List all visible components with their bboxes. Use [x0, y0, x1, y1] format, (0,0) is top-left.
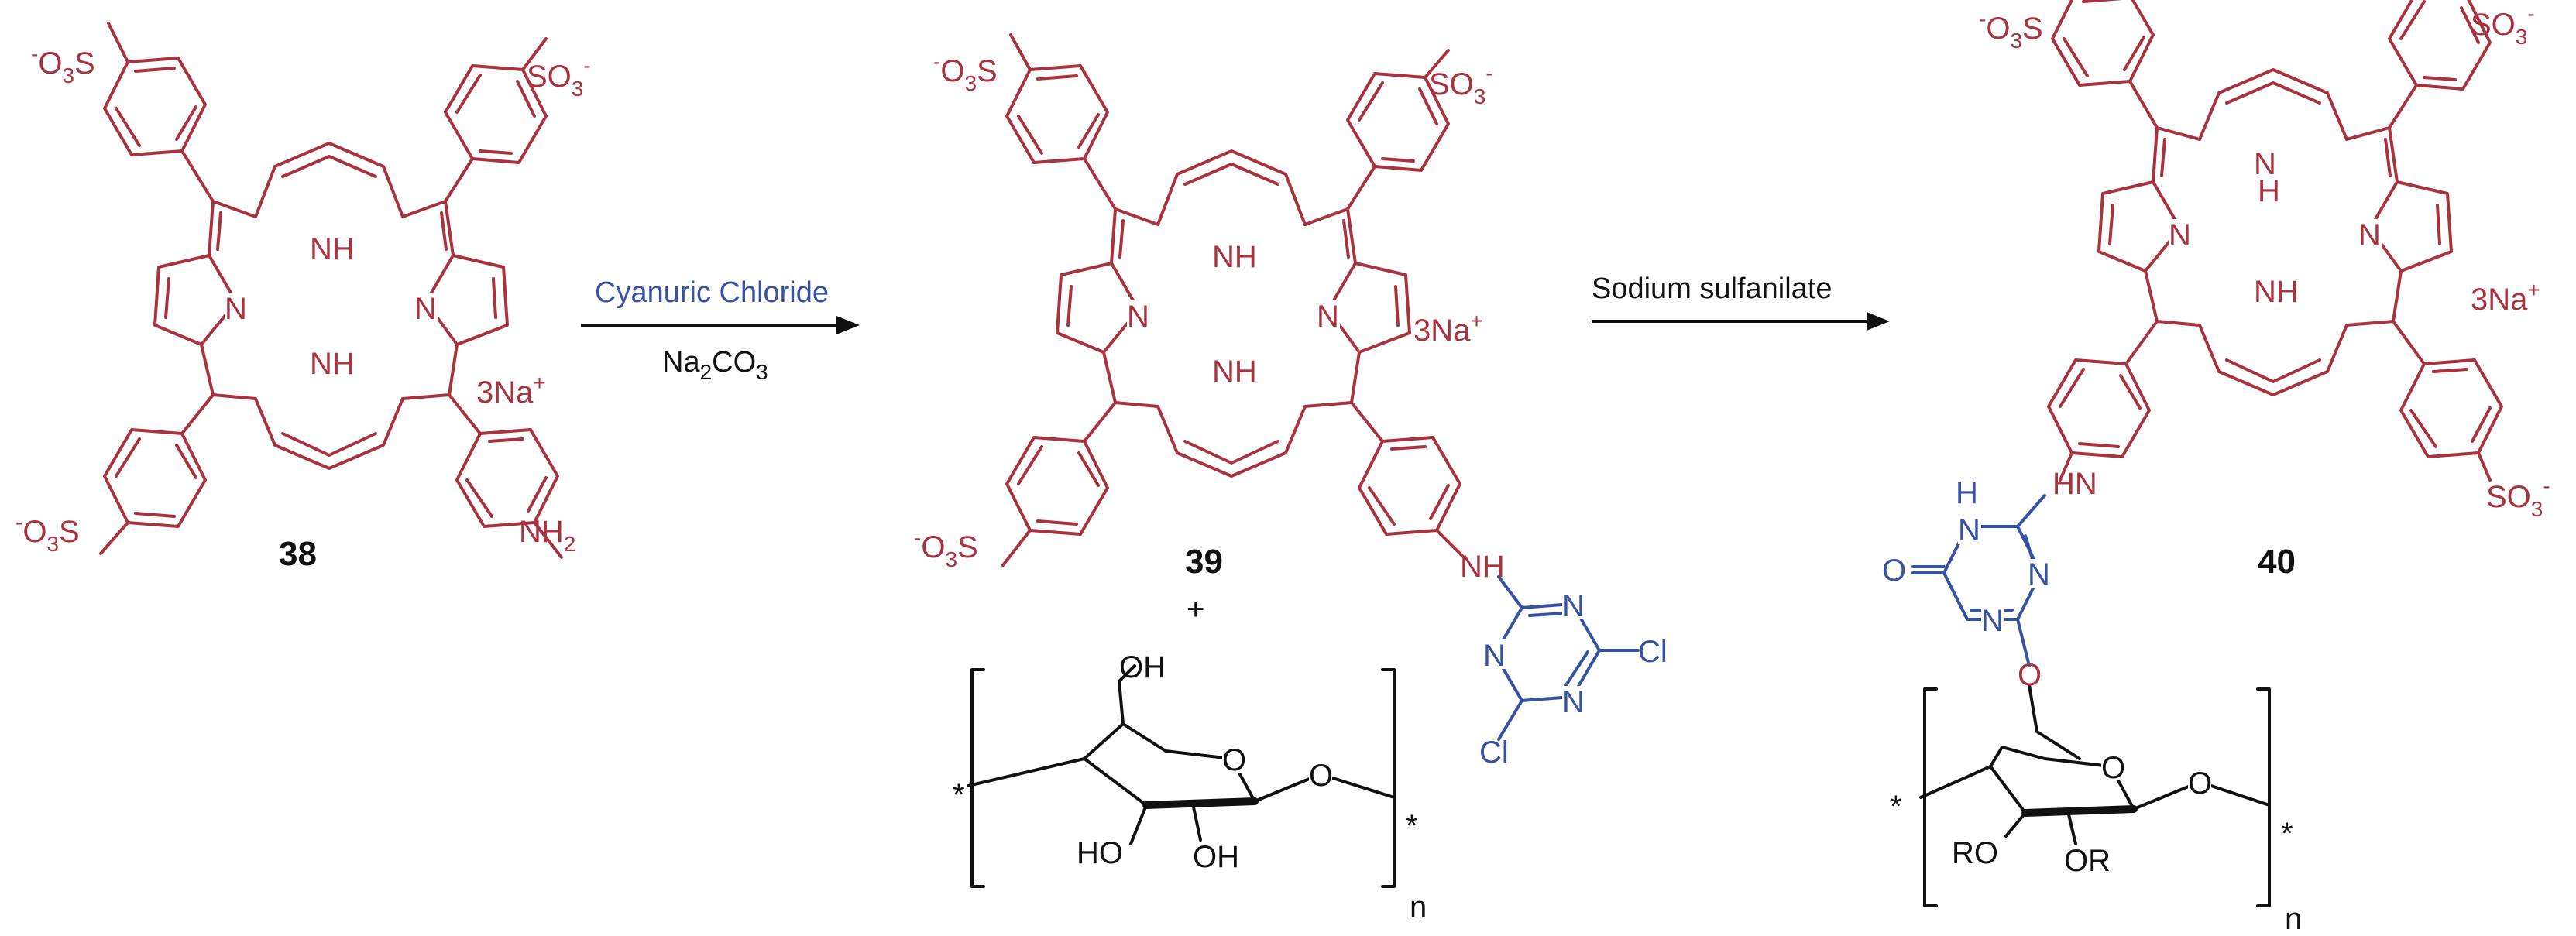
arrow-step-1: Cyanuric Chloride Na2CO3 [581, 276, 860, 384]
cellulose-product: * * n O O RO OR [1890, 687, 2302, 936]
cellulose-product-ro-c3: RO [1952, 836, 1998, 870]
arrow-step-2: Sodium sulfanilate [1592, 273, 1890, 331]
sulfonate-40-upper-left: -O3S [1979, 7, 2043, 53]
triazine-40-n3: N [1981, 604, 2004, 638]
cellulose-reactant-star-left: * [953, 778, 965, 812]
aryl-40-lower-right [2392, 320, 2503, 482]
reagent-cyanuric-chloride: Cyanuric Chloride [595, 276, 829, 309]
pyrrole-nh-38-top: NH [310, 232, 355, 266]
ether-o-40: O [2018, 658, 2042, 692]
sulfonate-38-upper-left: -O3S [31, 42, 95, 87]
carbonyl-o-40: O [1882, 554, 1906, 588]
aryl-40-upper-right [2388, 0, 2492, 129]
cellulose-product-or-c2: OR [2064, 844, 2111, 878]
aryl-39-upper-right [1346, 49, 1450, 211]
cellulose-product-n: n [2285, 902, 2302, 936]
triazine-39-n1: N [1562, 589, 1585, 623]
triazine-39-n2: N [1483, 639, 1506, 673]
arrow-head-2 [1867, 312, 1890, 331]
sulfonate-40-lower-right: SO3- [2486, 474, 2550, 521]
amine-38: NH2 [519, 515, 575, 556]
cellulose-product-ring-o: O [2101, 751, 2125, 785]
pyrrole-n-38-left: N [225, 292, 247, 326]
aryl-40-upper-left [2051, 0, 2159, 129]
cellulose-reactant-oh-c6: OH [1119, 650, 1166, 684]
cellulose-product-star-right: * [2281, 817, 2293, 851]
pyrrole-n-39-left: N [1127, 300, 1149, 334]
reagent-sodium-carbonate: Na2CO3 [662, 346, 768, 384]
cellulose-reactant-ring-o: O [1222, 743, 1246, 777]
cellulose-reactant-star-right: * [1406, 809, 1418, 843]
aryl-40-lower-left [2047, 320, 2159, 482]
cellulose-reactant: * * n O O OH HO OH [953, 650, 1427, 924]
pyrrole-nh-39-bottom: NH [1212, 355, 1257, 389]
aryl-upper-left [103, 22, 215, 203]
counterion-40: 3Na+ [2471, 278, 2540, 317]
aryl-lower-left [99, 393, 215, 555]
compound-39-atoms: NH NH N N -O3S SO3- -O3S NH 3Na+ 39 N N … [914, 50, 1668, 770]
compound-label-38: 38 [279, 535, 317, 573]
triazine-40-n1: N [1958, 513, 1980, 547]
reagent-sodium-sulfanilate: Sodium sulfanilate [1592, 273, 1832, 305]
pyrrole-n-40-right: N [2358, 218, 2381, 252]
pyrrole-nh-40-bottom: NH [2254, 275, 2299, 309]
cellulose-reactant-oh-c2: OH [1193, 840, 1239, 874]
aryl-39-lower-right [1350, 401, 1465, 559]
pyrrole-nh-38-bottom: NH [310, 347, 355, 381]
cellulose-reactant-glycosidic-o: O [1309, 759, 1333, 793]
compound-39-structure: NH NH N N -O3S SO3- -O3S NH 3Na+ 39 N N … [914, 33, 1668, 770]
hn-linker-40: HN [2052, 467, 2097, 501]
cellulose-linker-40 [2028, 684, 2081, 760]
triazine-39-n3: N [1562, 685, 1585, 719]
triazine-40-n2: N [2028, 557, 2050, 591]
chloro-39-right: Cl [1638, 635, 1668, 669]
sulfonate-40-upper-right: SO3- [2471, 2, 2535, 49]
arrow-head-1 [836, 316, 860, 334]
sulfonate-38-upper-right: SO3- [527, 53, 591, 101]
aryl-39-lower-left [1001, 401, 1117, 567]
pyrrole-n-38-right: N [414, 292, 437, 326]
chloro-39-bottom: Cl [1479, 735, 1509, 770]
cellulose-product-glycosidic-o: O [2188, 766, 2212, 801]
sulfonate-38-lower-left: -O3S [15, 510, 80, 556]
pyrrole-n-40-left: N [2169, 218, 2191, 252]
sulfonate-39-lower-left: -O3S [914, 526, 978, 571]
sulfonate-39-upper-right: SO3- [1429, 61, 1493, 108]
compound-38-structure: NH NH N N -O3S SO3- -O3S NH2 3Na+ 38 [15, 22, 591, 573]
cellulose-reactant-ho-c3: HO [1077, 836, 1123, 870]
nh-linker-39: NH [1460, 550, 1505, 584]
compound-38-atoms: NH NH N N -O3S SO3- -O3S NH2 3Na+ 38 [15, 42, 591, 573]
counterion-39: 3Na+ [1413, 309, 1483, 348]
cellulose-reactant-n: n [1410, 890, 1427, 924]
triazine-40-h: H [1956, 476, 1978, 510]
aryl-39-upper-left [1005, 33, 1117, 211]
pyrrole-nh-40-top: N [2254, 147, 2276, 181]
compound-label-40: 40 [2258, 543, 2296, 581]
aryl-lower-right [448, 393, 563, 559]
cellulose-product-star-left: * [1890, 790, 1902, 824]
compound-40-atoms: N H NH N N -O3S SO3- SO3- HN 3Na+ 40 H N… [1882, 2, 2550, 692]
pyrrole-h-40-top: H [2258, 174, 2280, 208]
counterion-38: 3Na+ [476, 371, 546, 410]
compound-40-structure: N H NH N N -O3S SO3- SO3- HN 3Na+ 40 H N… [1882, 0, 2550, 760]
pyrrole-n-39-right: N [1317, 300, 1339, 334]
plus-sign: + [1187, 592, 1204, 626]
sulfonate-39-upper-left: -O3S [933, 50, 998, 95]
pyrrole-nh-39-top: NH [1212, 240, 1257, 274]
aryl-upper-right [444, 37, 548, 203]
compound-label-39: 39 [1185, 543, 1223, 581]
